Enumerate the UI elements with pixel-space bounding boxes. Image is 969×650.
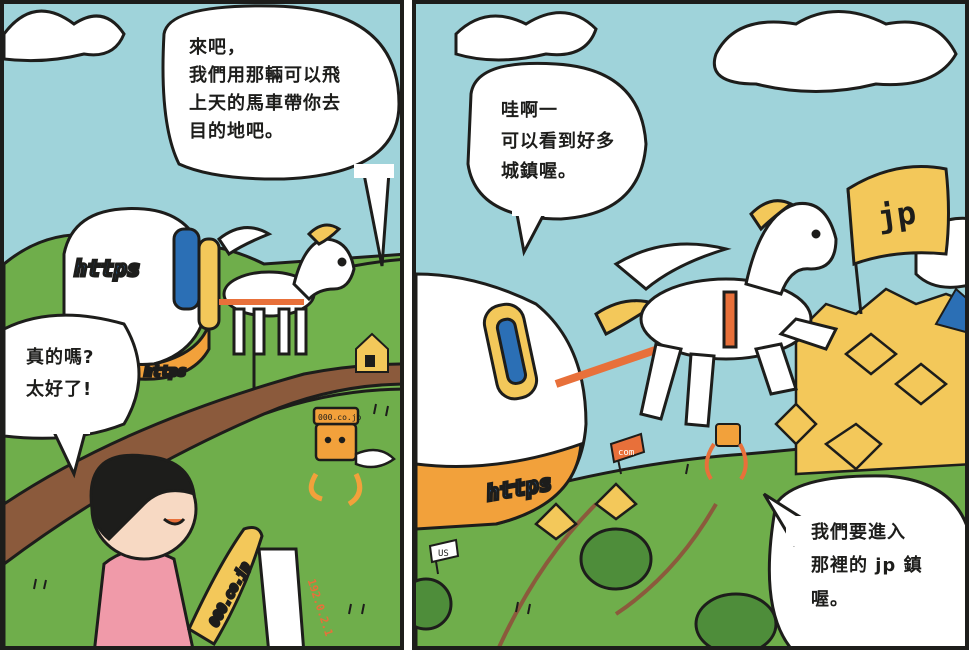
speech-line: 我們要進入 bbox=[811, 522, 906, 543]
speech-text-bottom: 我們要進入 那裡的 jp 鎮 喔。 bbox=[811, 516, 923, 616]
child-character bbox=[89, 453, 198, 646]
speech-text-top: 來吧， 我們用那輛可以飛 上天的馬車帶你去 目的地吧。 bbox=[189, 34, 341, 146]
pegasus-horse bbox=[216, 223, 356, 356]
speech-bubble-top bbox=[466, 61, 648, 221]
speech-line: 我們用那輛可以飛 bbox=[189, 64, 341, 86]
mountain bbox=[934, 287, 965, 333]
comic-panel-left: https https 000.co.jp bbox=[0, 0, 404, 650]
speech-line: 真的嗎? bbox=[26, 347, 95, 368]
sign-us: US bbox=[428, 538, 460, 575]
sign-com-label: com bbox=[618, 448, 634, 458]
speech-text-top: 哇啊一 可以看到好多 城鎮喔。 bbox=[501, 96, 615, 188]
bushes bbox=[416, 527, 778, 646]
cloud bbox=[454, 11, 598, 62]
speech-line: 上天的馬車帶你去 bbox=[189, 92, 341, 114]
bubble-tail-bottom-mask bbox=[786, 516, 816, 546]
flying-helper: 000.co.jp bbox=[308, 406, 396, 507]
cloud bbox=[713, 10, 958, 93]
speech-text-left: 真的嗎? 太好了! bbox=[26, 342, 94, 405]
speech-line: 哇啊一 bbox=[501, 100, 558, 121]
speech-bubble-top bbox=[161, 4, 400, 181]
bubble-tail-mask bbox=[512, 202, 548, 216]
house bbox=[355, 332, 389, 373]
grass-marks bbox=[515, 463, 689, 615]
cloud bbox=[4, 9, 126, 63]
sign-com: com bbox=[609, 432, 646, 475]
speech-line: 喔。 bbox=[811, 588, 849, 610]
sign-us-label: US bbox=[438, 549, 449, 559]
speech-line: 來吧， bbox=[189, 37, 246, 58]
jp-flag: jp bbox=[846, 165, 950, 315]
right-panel-scene: jp com US jp https bbox=[416, 4, 965, 646]
speech-line: 那裡的 jp 鎮 bbox=[811, 555, 923, 577]
small-helper bbox=[704, 423, 748, 481]
grass-marks bbox=[33, 403, 389, 615]
bubble-tail-left-mask bbox=[52, 422, 90, 434]
pegasus-horse bbox=[594, 199, 839, 428]
speech-line: 可以看到好多 bbox=[501, 130, 615, 152]
carriage-label-bottom: https bbox=[144, 364, 186, 380]
city-blocks bbox=[534, 287, 965, 541]
speech-line: 城鎮喔。 bbox=[501, 161, 577, 183]
helper-label: 000.co.jp bbox=[318, 413, 362, 422]
comic-panel-right: jp com US jp https bbox=[412, 0, 969, 650]
flag-label: jp bbox=[875, 193, 918, 236]
flying-carriage: https bbox=[416, 272, 588, 531]
speech-bubble-bottom bbox=[767, 474, 965, 646]
speech-line: 太好了! bbox=[26, 378, 93, 400]
left-panel-scene: https https 000.co.jp bbox=[4, 4, 400, 646]
bubble-tail-mask bbox=[354, 164, 394, 178]
carriage-label-top: https bbox=[74, 257, 140, 282]
speech-line: 目的地吧。 bbox=[189, 120, 284, 142]
